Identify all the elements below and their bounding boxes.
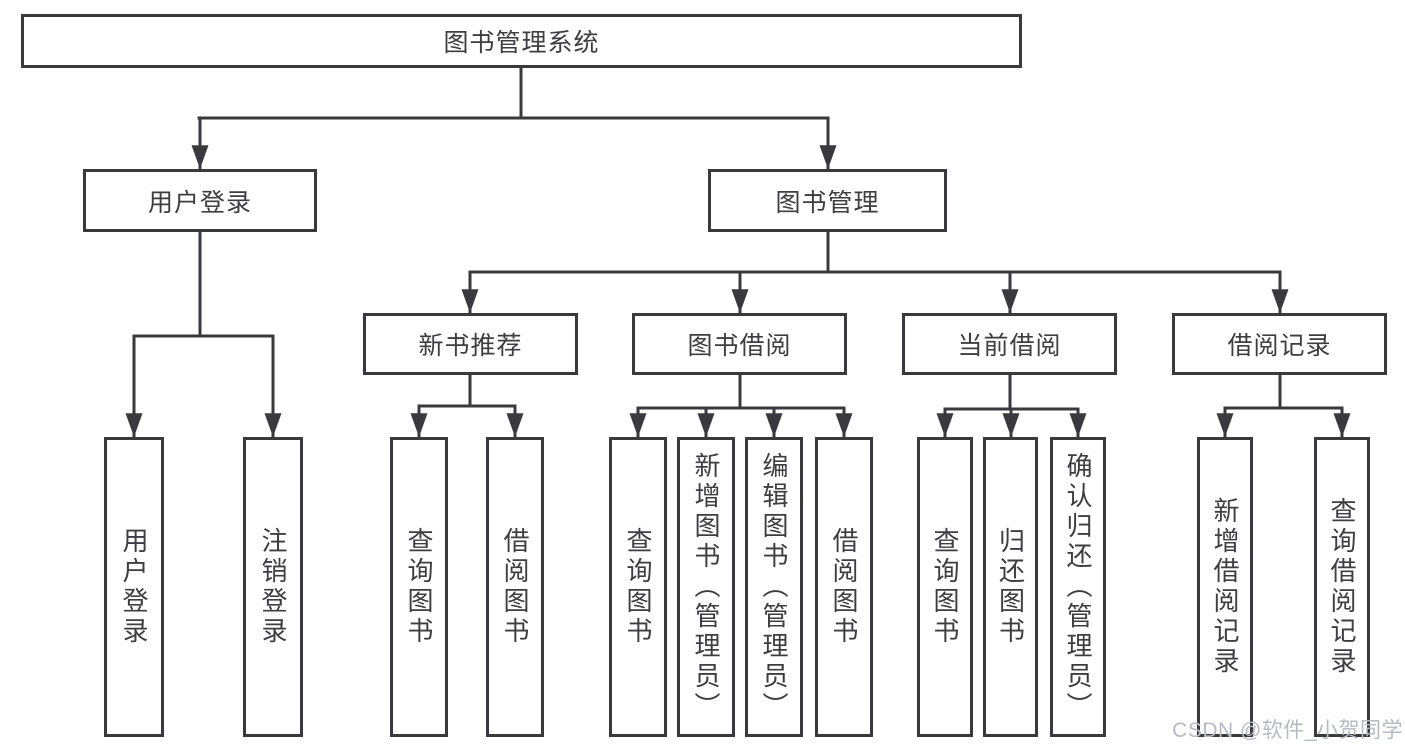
leaf-edit-book-admin: 编辑图书（管理员） (745, 437, 803, 737)
leaf-logout-label: 注销登录 (258, 527, 288, 647)
connector-root (197, 66, 830, 120)
node-book-borrow: 图书借阅 (632, 313, 847, 375)
leaf-return-book: 归还图书 (983, 437, 1038, 737)
connector-borrow-records-group (1223, 373, 1344, 410)
leaf-query-books-current-label: 查询图书 (930, 527, 960, 647)
leaf-add-book-admin-label: 新增图书（管理员） (691, 452, 721, 722)
leaf-confirm-return-admin-label: 确认归还（管理员） (1063, 452, 1093, 722)
leaf-borrow-books-recommend-label: 借阅图书 (500, 527, 530, 647)
leaf-borrow-books: 借阅图书 (815, 437, 873, 737)
connector-new-book-recommend-group (417, 373, 517, 408)
node-book-management: 图书管理 (708, 169, 947, 232)
leaf-query-books-borrow: 查询图书 (609, 437, 667, 737)
connector-book-management-group (468, 230, 1282, 274)
node-root-system: 图书管理系统 (21, 14, 1022, 68)
leaf-query-books-current: 查询图书 (917, 437, 973, 737)
leaf-add-borrow-record: 新增借阅记录 (1197, 437, 1253, 737)
leaf-borrow-books-label: 借阅图书 (829, 527, 859, 647)
leaf-borrow-books-recommend: 借阅图书 (486, 437, 544, 737)
watermark: CSDN @软件_小贺同学 (1172, 719, 1403, 742)
node-current-borrow: 当前借阅 (902, 313, 1117, 375)
leaf-add-borrow-record-label: 新增借阅记录 (1210, 497, 1240, 677)
leaf-edit-book-admin-label: 编辑图书（管理员） (759, 452, 789, 722)
leaf-query-books-borrow-label: 查询图书 (623, 527, 653, 647)
leaf-query-books-recommend-label: 查询图书 (404, 527, 434, 647)
connector-book-borrow-group (636, 373, 846, 410)
leaf-confirm-return-admin: 确认归还（管理员） (1050, 437, 1106, 737)
connector-current-borrow-group (943, 373, 1080, 411)
leaf-user-login: 用户登录 (104, 437, 164, 737)
node-borrow-records: 借阅记录 (1172, 313, 1387, 375)
leaf-return-book-label: 归还图书 (995, 527, 1026, 647)
leaf-add-book-admin: 新增图书（管理员） (677, 437, 735, 737)
leaf-user-login-label: 用户登录 (119, 527, 149, 647)
node-user-login: 用户登录 (83, 169, 317, 232)
leaf-logout: 注销登录 (243, 437, 303, 737)
leaf-query-borrow-record: 查询借阅记录 (1314, 437, 1370, 737)
leaf-query-borrow-record-label: 查询借阅记录 (1327, 497, 1357, 677)
connector-user-login-group (132, 230, 275, 338)
node-new-book-recommend: 新书推荐 (363, 313, 578, 375)
leaf-query-books-recommend: 查询图书 (390, 437, 448, 737)
